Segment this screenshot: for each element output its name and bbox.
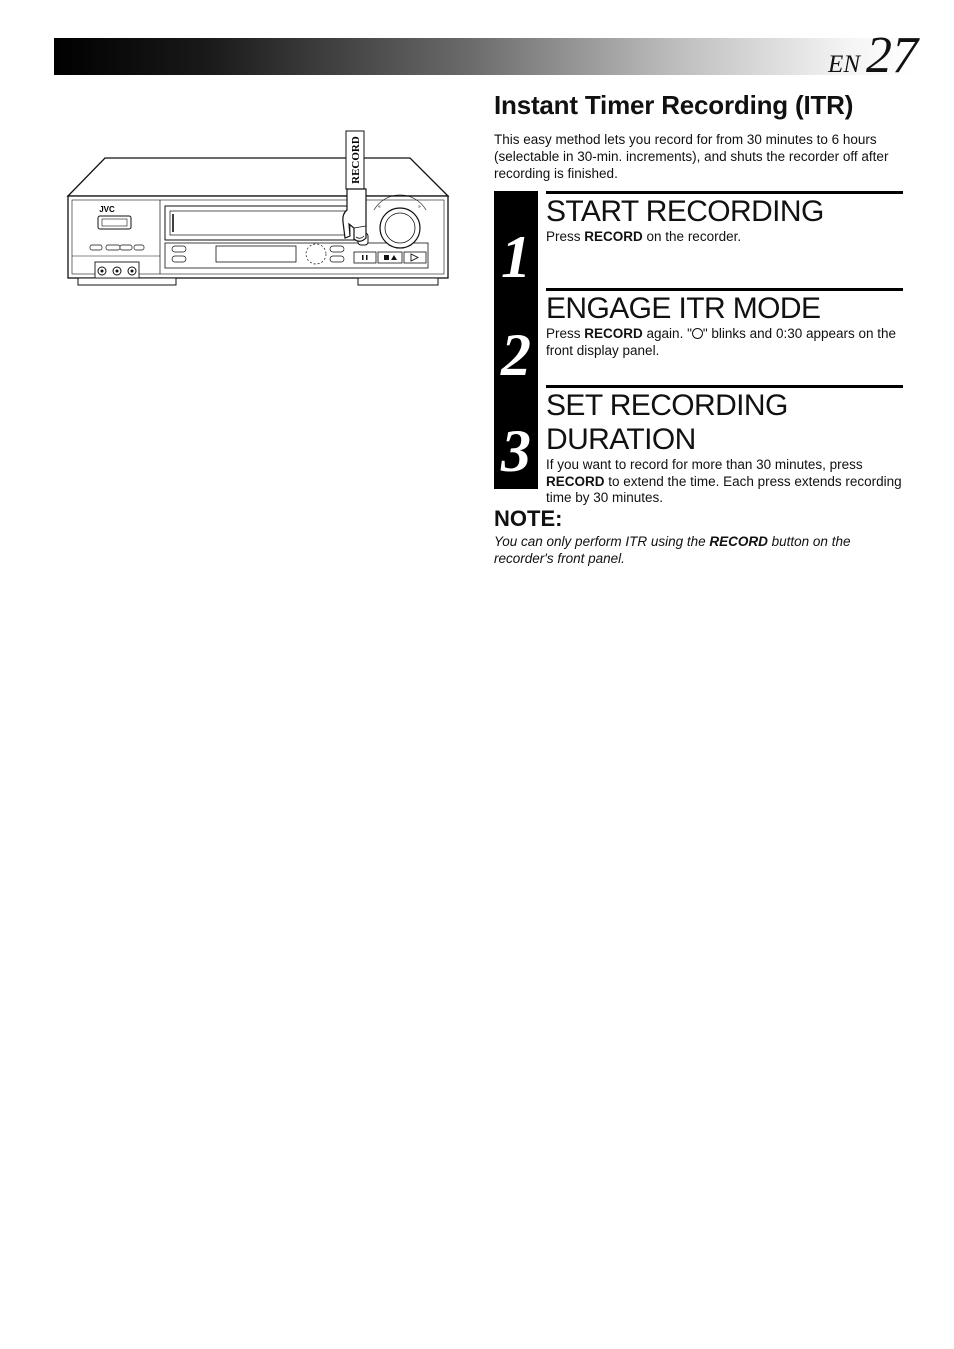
step-1: START RECORDING Press RECORD on the reco… xyxy=(546,191,903,246)
note-text: You can only perform ITR using the RECOR… xyxy=(494,534,851,566)
step-text: Press RECORD on the recorder. xyxy=(546,229,742,244)
step-heading: START RECORDING xyxy=(546,195,824,228)
note-title: NOTE: xyxy=(494,506,563,531)
svg-text:«: « xyxy=(378,204,381,210)
step-heading: ENGAGE ITR MODE xyxy=(546,292,821,325)
step-text: If you want to record for more than 30 m… xyxy=(546,457,902,505)
vcr-illustration: JVC « » RECORD xyxy=(66,130,450,286)
step-number: 2 xyxy=(501,322,531,388)
language-code: EN xyxy=(828,51,860,78)
brand-logo: JVC xyxy=(99,205,115,214)
header-bar xyxy=(54,38,916,75)
step-text: Press RECORD again. "" blinks and 0:30 a… xyxy=(546,326,897,358)
step-heading: SET RECORDING DURATION xyxy=(546,389,788,456)
step-number: 1 xyxy=(501,224,531,290)
steps-bar: 1 2 3 xyxy=(494,191,538,489)
page-num: 27 xyxy=(866,27,918,84)
step-2: ENGAGE ITR MODE Press RECORD again. "" b… xyxy=(546,288,903,359)
page-title: Instant Timer Recording (ITR) xyxy=(494,90,854,120)
step-3: SET RECORDING DURATION If you want to re… xyxy=(546,385,903,507)
record-label: RECORD xyxy=(350,136,362,184)
step-number: 3 xyxy=(501,418,531,484)
intro-text: This easy method lets you record for fro… xyxy=(494,132,889,181)
record-symbol-icon xyxy=(691,328,703,339)
svg-text:»: » xyxy=(418,204,421,210)
